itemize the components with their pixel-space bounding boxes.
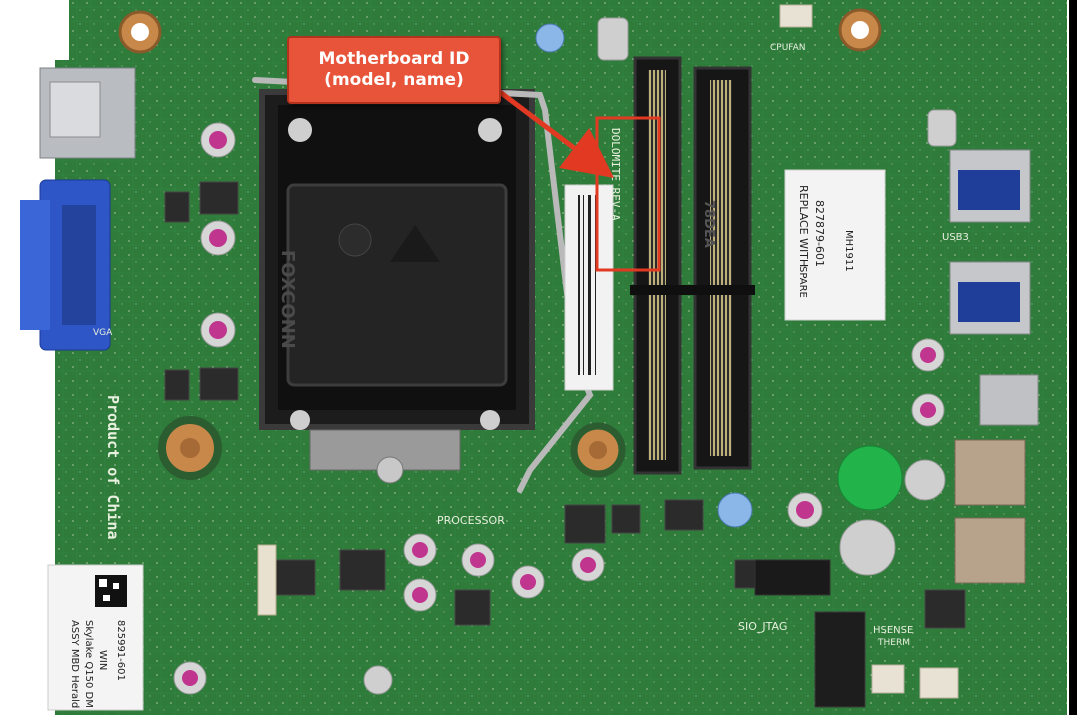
sio-jtag-silk: SIO_JTAG xyxy=(738,620,787,633)
spare-sticker-code: MH1911 xyxy=(843,230,854,272)
m2-slot xyxy=(814,611,866,708)
round-standoff xyxy=(839,519,896,576)
audio-jack-2 xyxy=(954,517,1026,584)
sticker-line3: WIN xyxy=(97,650,108,670)
board-id-highlight xyxy=(595,116,661,272)
sticker-line2: Skylake Q150 DM xyxy=(83,620,94,708)
socket-brand: FOXCONN xyxy=(277,250,298,349)
header-pins xyxy=(754,559,831,596)
callout-arrow xyxy=(490,84,614,179)
spare-sticker-word: SPARE xyxy=(797,266,808,298)
cpu-socket-cover xyxy=(286,183,508,387)
therm-silk: THERM xyxy=(877,638,910,648)
sticker-part: 825991-601 xyxy=(115,620,126,681)
usb3-label: USB3 xyxy=(942,232,969,243)
chips xyxy=(164,181,966,629)
capacitors xyxy=(173,23,945,695)
fan-header xyxy=(779,4,813,28)
motherboard-id-callout: Motherboard ID (model, name) xyxy=(287,36,501,104)
spare-sticker-text: REPLACE WITH xyxy=(797,185,810,267)
usb-c-port xyxy=(979,374,1039,426)
pcb-board xyxy=(55,0,1067,715)
hsense-silk: HSENSE xyxy=(873,625,913,636)
board-id-text: DOLOMITE REV-A xyxy=(609,128,622,221)
product-of-china-text: Product of China xyxy=(104,395,122,540)
ribbon-connector xyxy=(257,544,277,616)
callout-title: Motherboard ID xyxy=(318,49,470,69)
callout-subtitle: (model, name) xyxy=(324,70,464,90)
green-sticker xyxy=(837,445,903,511)
image-border xyxy=(1069,0,1077,715)
spare-sticker-part: 827879-601 xyxy=(813,200,826,267)
svg-text:78DEA: 78DEA xyxy=(701,200,716,248)
vga-silk: VGA xyxy=(93,328,113,338)
spare-sticker xyxy=(784,169,886,321)
sticker-line1: ASSY MBD Herald xyxy=(69,620,80,708)
cpufan-silk: CPUFAN xyxy=(770,43,806,53)
audio-jack-1 xyxy=(954,439,1026,506)
processor-silk: PROCESSOR xyxy=(437,514,505,527)
